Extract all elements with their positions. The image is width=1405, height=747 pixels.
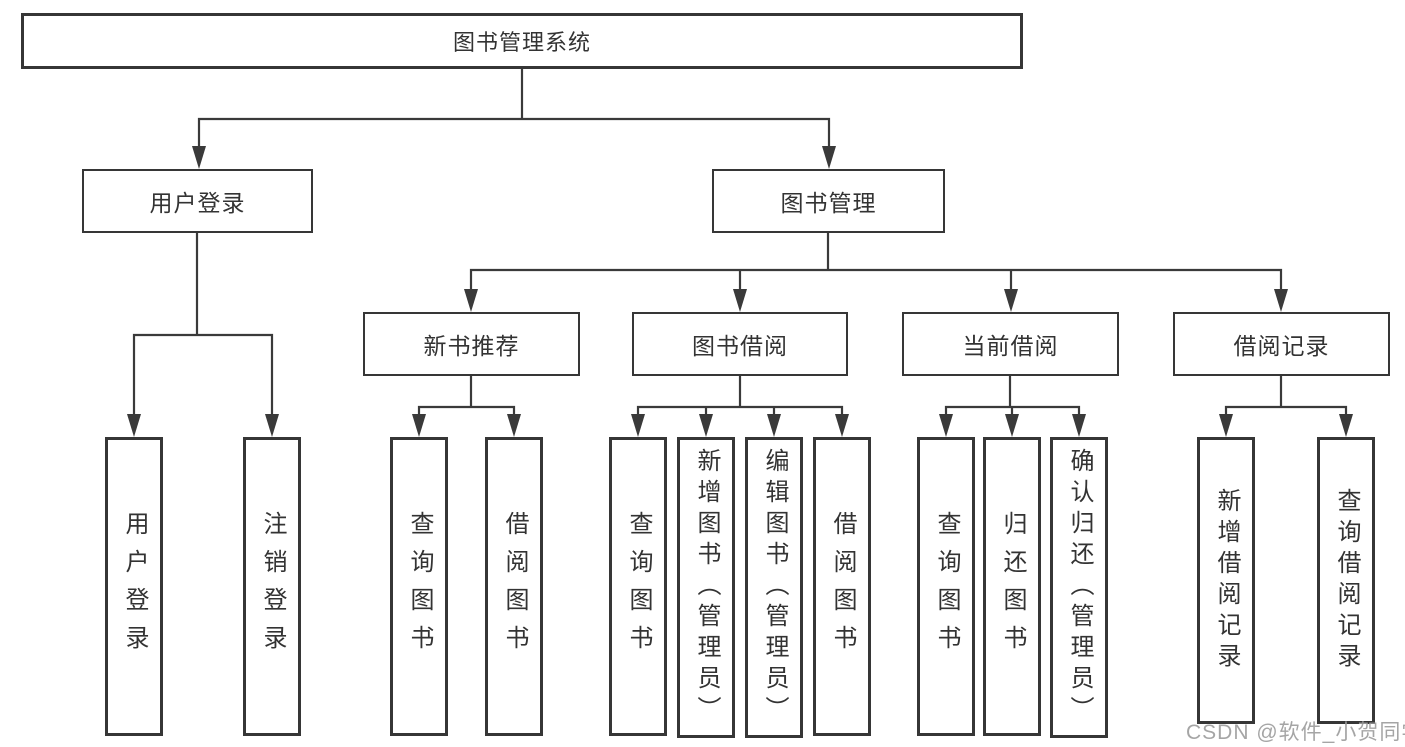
node-label: 当前借阅	[962, 333, 1059, 359]
csdn-watermark: CSDN @软件_小贺同学	[1186, 721, 1405, 744]
node-current-borrowing: 当前借阅	[902, 312, 1119, 376]
node-label: 新增图书（管理员）	[693, 448, 720, 727]
node-label: 查询图书	[625, 510, 652, 663]
leaf-query-books-recommend: 查询图书	[390, 437, 448, 736]
node-book-borrowing: 图书借阅	[632, 312, 848, 376]
node-label: 查询图书	[933, 510, 960, 663]
leaf-add-books-admin: 新增图书（管理员）	[677, 437, 735, 738]
leaf-query-books-borrowing: 查询图书	[609, 437, 667, 736]
arrowhead-icons	[127, 146, 1353, 437]
leaf-query-borrow-record: 查询借阅记录	[1317, 437, 1375, 724]
leaf-logout: 注销登录	[243, 437, 301, 736]
node-user-login-branch: 用户登录	[82, 169, 313, 233]
leaf-user-login: 用户登录	[105, 437, 163, 736]
node-label: 图书管理系统	[452, 30, 591, 55]
leaf-add-borrow-record: 新增借阅记录	[1197, 437, 1255, 724]
node-label: 图书管理	[780, 190, 877, 216]
leaf-query-books-current: 查询图书	[917, 437, 975, 736]
leaf-borrow-books-recommend: 借阅图书	[485, 437, 543, 736]
node-label: 注销登录	[259, 510, 286, 663]
node-new-book-recommendation: 新书推荐	[363, 312, 580, 376]
node-label: 新书推荐	[423, 333, 520, 359]
node-label: 新增借阅记录	[1213, 487, 1240, 674]
node-label: 借阅图书	[829, 510, 856, 663]
node-label: 编辑图书（管理员）	[761, 448, 788, 727]
node-label: 借阅记录	[1233, 333, 1330, 359]
node-label: 确认归还（管理员）	[1066, 448, 1093, 727]
node-borrowing-records: 借阅记录	[1173, 312, 1390, 376]
node-label: 查询图书	[406, 510, 433, 663]
node-book-management: 图书管理	[712, 169, 945, 233]
leaf-return-books: 归还图书	[983, 437, 1041, 736]
node-label: 用户登录	[121, 510, 148, 663]
node-label: 归还图书	[999, 510, 1026, 663]
node-library-management-system: 图书管理系统	[21, 13, 1023, 69]
node-label: 查询借阅记录	[1333, 487, 1360, 674]
node-label: 借阅图书	[501, 510, 528, 663]
leaf-borrow-books: 借阅图书	[813, 437, 871, 736]
node-label: 用户登录	[149, 190, 246, 216]
leaf-confirm-return-admin: 确认归还（管理员）	[1050, 437, 1108, 738]
node-label: 图书借阅	[692, 333, 788, 359]
leaf-edit-books-admin: 编辑图书（管理员）	[745, 437, 803, 738]
